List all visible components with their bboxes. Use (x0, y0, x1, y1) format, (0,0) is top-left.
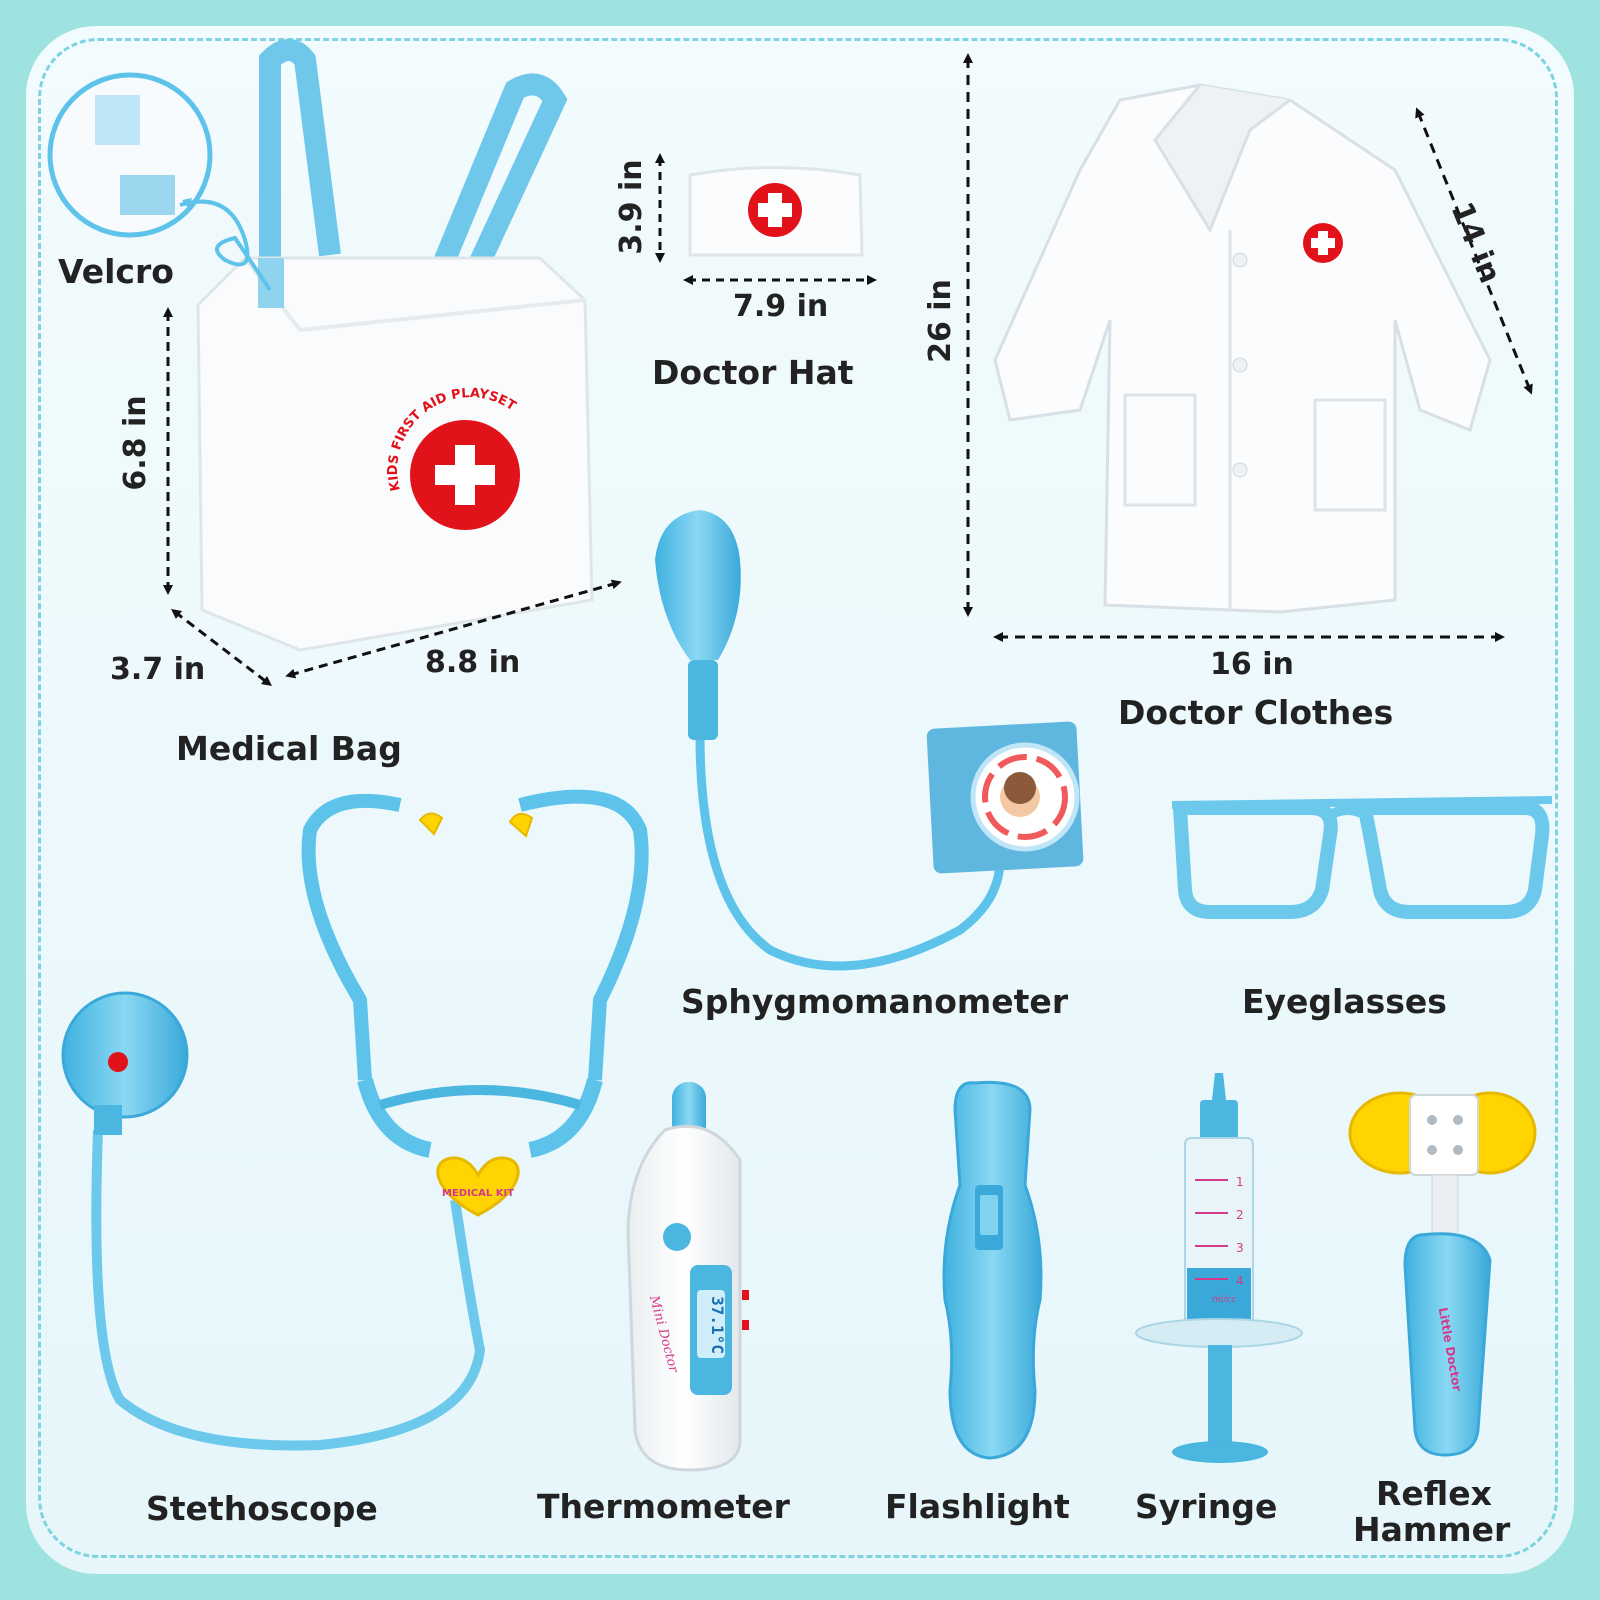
coat-width-label: 16 in (1210, 647, 1294, 682)
sphygmomanometer-illustration (655, 510, 1084, 971)
medical-bag-illustration: KIDS FIRST AID PLAYSET (196, 39, 594, 652)
bag-handle-right (409, 73, 568, 325)
doctor-hat-label: Doctor Hat (652, 353, 854, 392)
velcro-strap (258, 258, 284, 308)
thermometer-label: Thermometer (537, 1487, 790, 1526)
velcro-zoom-callout (47, 72, 272, 292)
thermometer-illustration (626, 1082, 749, 1472)
flashlight-label: Flashlight (885, 1487, 1070, 1526)
doctor-hat-illustration (688, 166, 864, 257)
syringe-illustration (1135, 1073, 1303, 1463)
eyeglasses-illustration (1171, 796, 1553, 919)
syringe-label: Syringe (1135, 1487, 1278, 1526)
stethoscope-illustration (61, 789, 649, 1451)
velcro-label: Velcro (58, 252, 174, 291)
syringe-mark-2: 2 (1236, 1208, 1244, 1222)
eyeglasses-label: Eyeglasses (1242, 982, 1447, 1021)
thermometer-display-text: 37.1°C (708, 1296, 727, 1354)
syringe-mark-4: 4 (1236, 1274, 1244, 1288)
bag-cross (435, 445, 495, 505)
doctor-clothes-label: Doctor Clothes (1118, 693, 1394, 732)
bag-handle-left (259, 39, 341, 300)
flashlight-illustration (942, 1080, 1043, 1460)
coat-length-label: 26 in (923, 279, 958, 363)
hat-width-label: 7.9 in (733, 289, 829, 324)
reflex-hammer-label-line2: Hammer (1353, 1510, 1511, 1549)
bag-height-label: 6.8 in (118, 395, 153, 491)
bag-depth-label: 3.7 in (110, 652, 206, 687)
sphygmomanometer-label: Sphygmomanometer (681, 982, 1069, 1021)
heart-print-text: MEDICAL KIT (442, 1188, 514, 1199)
dashed-panel-border (38, 38, 1558, 1558)
hat-height-label: 3.9 in (614, 159, 649, 255)
stethoscope-label: Stethoscope (146, 1489, 378, 1528)
bag-width-label: 8.8 in (425, 645, 521, 680)
medical-bag-label: Medical Bag (176, 729, 402, 768)
bag-width-arrow (285, 579, 622, 679)
syringe-unit: ml/cc (1212, 1295, 1236, 1305)
bag-depth-arrow (171, 608, 272, 687)
syringe-mark-1: 1 (1236, 1175, 1244, 1189)
reflex-hammer-label-line1: Reflex (1376, 1474, 1492, 1513)
reflex-hammer-illustration (1348, 1091, 1537, 1457)
doctor-coat-illustration (993, 83, 1492, 614)
syringe-mark-3: 3 (1236, 1241, 1244, 1255)
